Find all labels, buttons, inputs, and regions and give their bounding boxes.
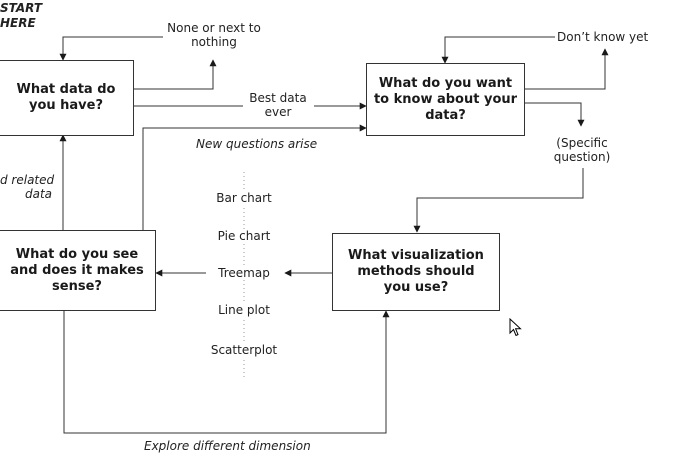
box-text-line: What do you want xyxy=(378,75,513,91)
arrow-see-to-viz xyxy=(63,310,390,434)
label-related-data: d related data xyxy=(0,173,55,201)
label-line: None or next to xyxy=(167,21,261,35)
label-line: d related xyxy=(0,173,55,187)
label-dont-know-yet: Don’t know yet xyxy=(557,30,649,44)
arrow-none-to-data xyxy=(59,36,163,61)
box-text-line: you use? xyxy=(383,280,449,295)
box-text-line: you have? xyxy=(28,98,104,113)
label-line: nothing xyxy=(191,35,237,49)
box-text-line: methods should xyxy=(357,264,475,279)
label-line: Best data xyxy=(249,91,307,105)
arrow-dontknow-to-know xyxy=(441,36,555,64)
box-what-to-know: What do you want to know about your data… xyxy=(366,63,525,136)
label-explore-different-dimension: Explore different dimension xyxy=(144,439,311,453)
arrow-know-to-dontknow xyxy=(525,48,609,90)
label-line: data xyxy=(24,187,52,201)
mouse-pointer-icon xyxy=(509,318,522,337)
box-text-line: What data do xyxy=(16,82,116,97)
method-bar-chart: Bar chart xyxy=(204,191,284,205)
box-text-line: What do you see xyxy=(15,246,139,262)
method-treemap: Treemap xyxy=(206,266,282,280)
box-text-line: sense? xyxy=(52,278,102,294)
box-text-line: to know about your xyxy=(373,91,518,107)
box-what-see: What do you see and does it makes sense? xyxy=(0,230,156,311)
arrow-data-to-none xyxy=(133,59,217,90)
box-what-data: What data do you have? xyxy=(0,60,134,136)
label-line: ever xyxy=(264,105,292,119)
label-line: (Specific xyxy=(556,136,608,150)
start-label-line: HERE xyxy=(0,16,36,30)
arrow-specific-to-viz xyxy=(413,168,584,233)
method-pie-chart: Pie chart xyxy=(204,229,284,243)
method-scatterplot: Scatterplot xyxy=(200,343,288,357)
label-none-or-next-to-nothing: None or next to nothing xyxy=(163,21,265,49)
label-new-questions-arise: New questions arise xyxy=(196,137,318,151)
label-best-data-ever: Best data ever xyxy=(242,91,314,119)
label-line: question) xyxy=(553,150,611,164)
start-label: START HERE xyxy=(0,1,42,31)
box-text-line: data? xyxy=(425,107,466,123)
box-what-viz: What visualization methods should you us… xyxy=(332,233,500,311)
box-text-line: and does it makes xyxy=(10,262,144,278)
box-text-line: What visualization xyxy=(348,248,484,263)
start-label-line: START xyxy=(0,1,43,15)
label-specific-question: (Specific question) xyxy=(546,136,618,164)
arrow-know-to-specific xyxy=(525,102,585,127)
arrow-see-to-know xyxy=(142,124,367,232)
method-line-plot: Line plot xyxy=(204,303,284,317)
